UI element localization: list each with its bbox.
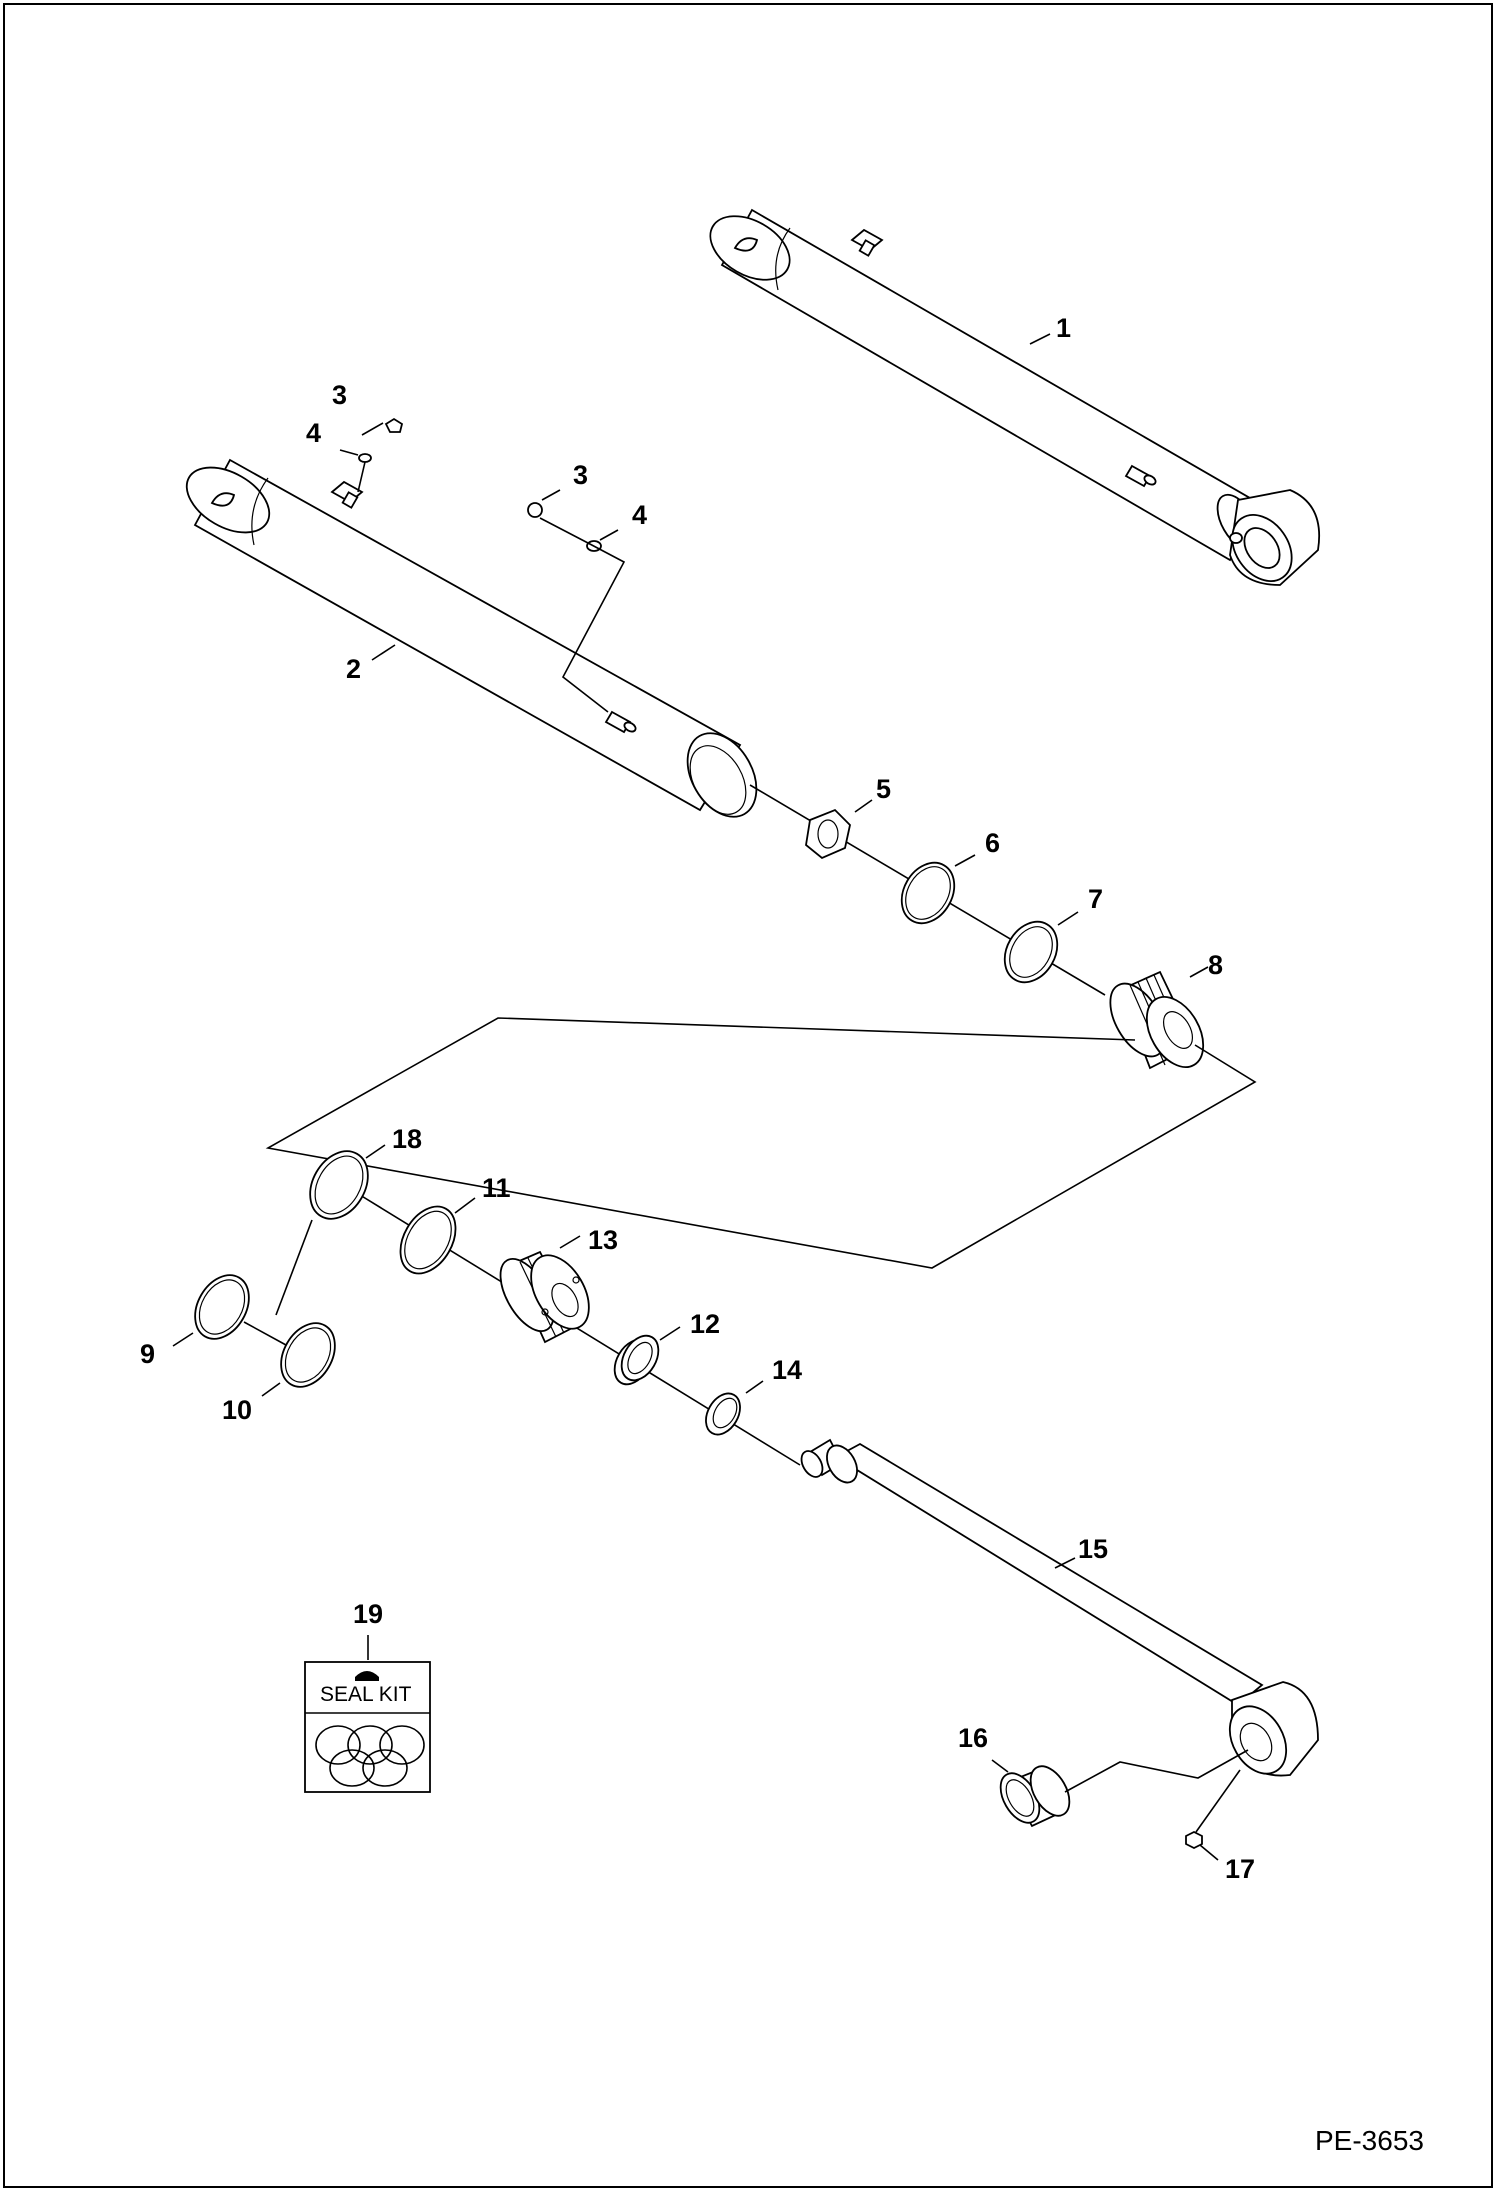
leader-16-to-eye — [1064, 1749, 1249, 1793]
callout-17: 17 — [1225, 1854, 1255, 1884]
part-16-bushing — [999, 1765, 1071, 1828]
part-3-plug-side — [527, 502, 543, 518]
leader-5 — [854, 799, 873, 813]
part-14-ring — [705, 1392, 741, 1436]
callout-7: 7 — [1088, 884, 1103, 914]
leader-2 — [371, 644, 396, 661]
callout-9: 9 — [140, 1339, 155, 1369]
part-5-nut — [805, 808, 851, 860]
leader-4b — [599, 529, 619, 541]
part-8-piston — [1109, 970, 1205, 1070]
leader-12 — [659, 1326, 681, 1341]
callout-12: 12 — [690, 1309, 720, 1339]
leader-16 — [991, 1759, 1009, 1773]
callout-11: 11 — [482, 1173, 511, 1203]
leader-17-to-eye — [1195, 1769, 1241, 1833]
leader-8 — [1189, 966, 1209, 978]
part-4-oring-top — [358, 453, 372, 463]
part-17-fitting — [1185, 1830, 1203, 1850]
leader-18 — [365, 1144, 386, 1159]
callout-5: 5 — [876, 774, 891, 804]
part-13-gland — [499, 1250, 590, 1344]
callout-16: 16 — [958, 1723, 988, 1753]
callout-3a: 3 — [332, 380, 347, 410]
figure-id: PE-3653 — [1315, 2125, 1424, 2156]
leader-17 — [1199, 1844, 1219, 1861]
callout-18: 18 — [392, 1124, 422, 1154]
subassembly-bracket — [265, 1017, 1257, 1269]
leader-10 — [261, 1382, 281, 1397]
part-1-cylinder-assembly — [709, 208, 1320, 586]
part-9-ring — [194, 1274, 250, 1340]
callout-19: 19 — [353, 1599, 383, 1629]
callout-10: 10 — [222, 1395, 252, 1425]
part-19-seal-kit — [304, 1661, 431, 1793]
part-6-ring — [900, 861, 956, 925]
part-18-ring — [309, 1150, 369, 1220]
part-15-rod — [800, 1438, 1319, 1777]
leader-6 — [954, 854, 976, 867]
callout-8: 8 — [1208, 950, 1223, 980]
leader-4a-to-port — [357, 461, 366, 493]
seal-kit-label: SEAL KIT — [320, 1683, 412, 1706]
leader-15 — [1054, 1557, 1076, 1569]
callout-4b: 4 — [632, 500, 647, 530]
leader-13 — [559, 1235, 581, 1249]
callout-14: 14 — [772, 1355, 802, 1385]
drawing-border — [3, 3, 1493, 2188]
callout-2: 2 — [346, 654, 361, 684]
leader-3b — [541, 489, 561, 501]
leader-14 — [745, 1380, 764, 1394]
leader-7 — [1057, 911, 1079, 926]
leader-11 — [454, 1197, 476, 1214]
callout-1: 1 — [1056, 313, 1071, 343]
leader-3b-4b-to-port — [539, 517, 626, 713]
part-11-ring — [399, 1205, 457, 1275]
part-10-ring — [280, 1322, 336, 1388]
leader-18-to-9-10 — [275, 1219, 313, 1316]
leader-9-to-10 — [243, 1321, 287, 1346]
callout-15: 15 — [1078, 1534, 1108, 1564]
leader-1 — [1029, 333, 1051, 345]
leader-4a — [339, 449, 359, 456]
part-7-ring — [1003, 920, 1059, 984]
part-3-plug-top — [384, 417, 404, 433]
callout-3b: 3 — [573, 460, 588, 490]
callout-13: 13 — [588, 1225, 618, 1255]
part-2-barrel — [185, 458, 758, 818]
leader-9 — [172, 1332, 194, 1347]
callout-4a: 4 — [306, 418, 321, 448]
part-12-ring — [613, 1334, 660, 1386]
callout-6: 6 — [985, 828, 1000, 858]
leader-3a — [361, 422, 384, 436]
